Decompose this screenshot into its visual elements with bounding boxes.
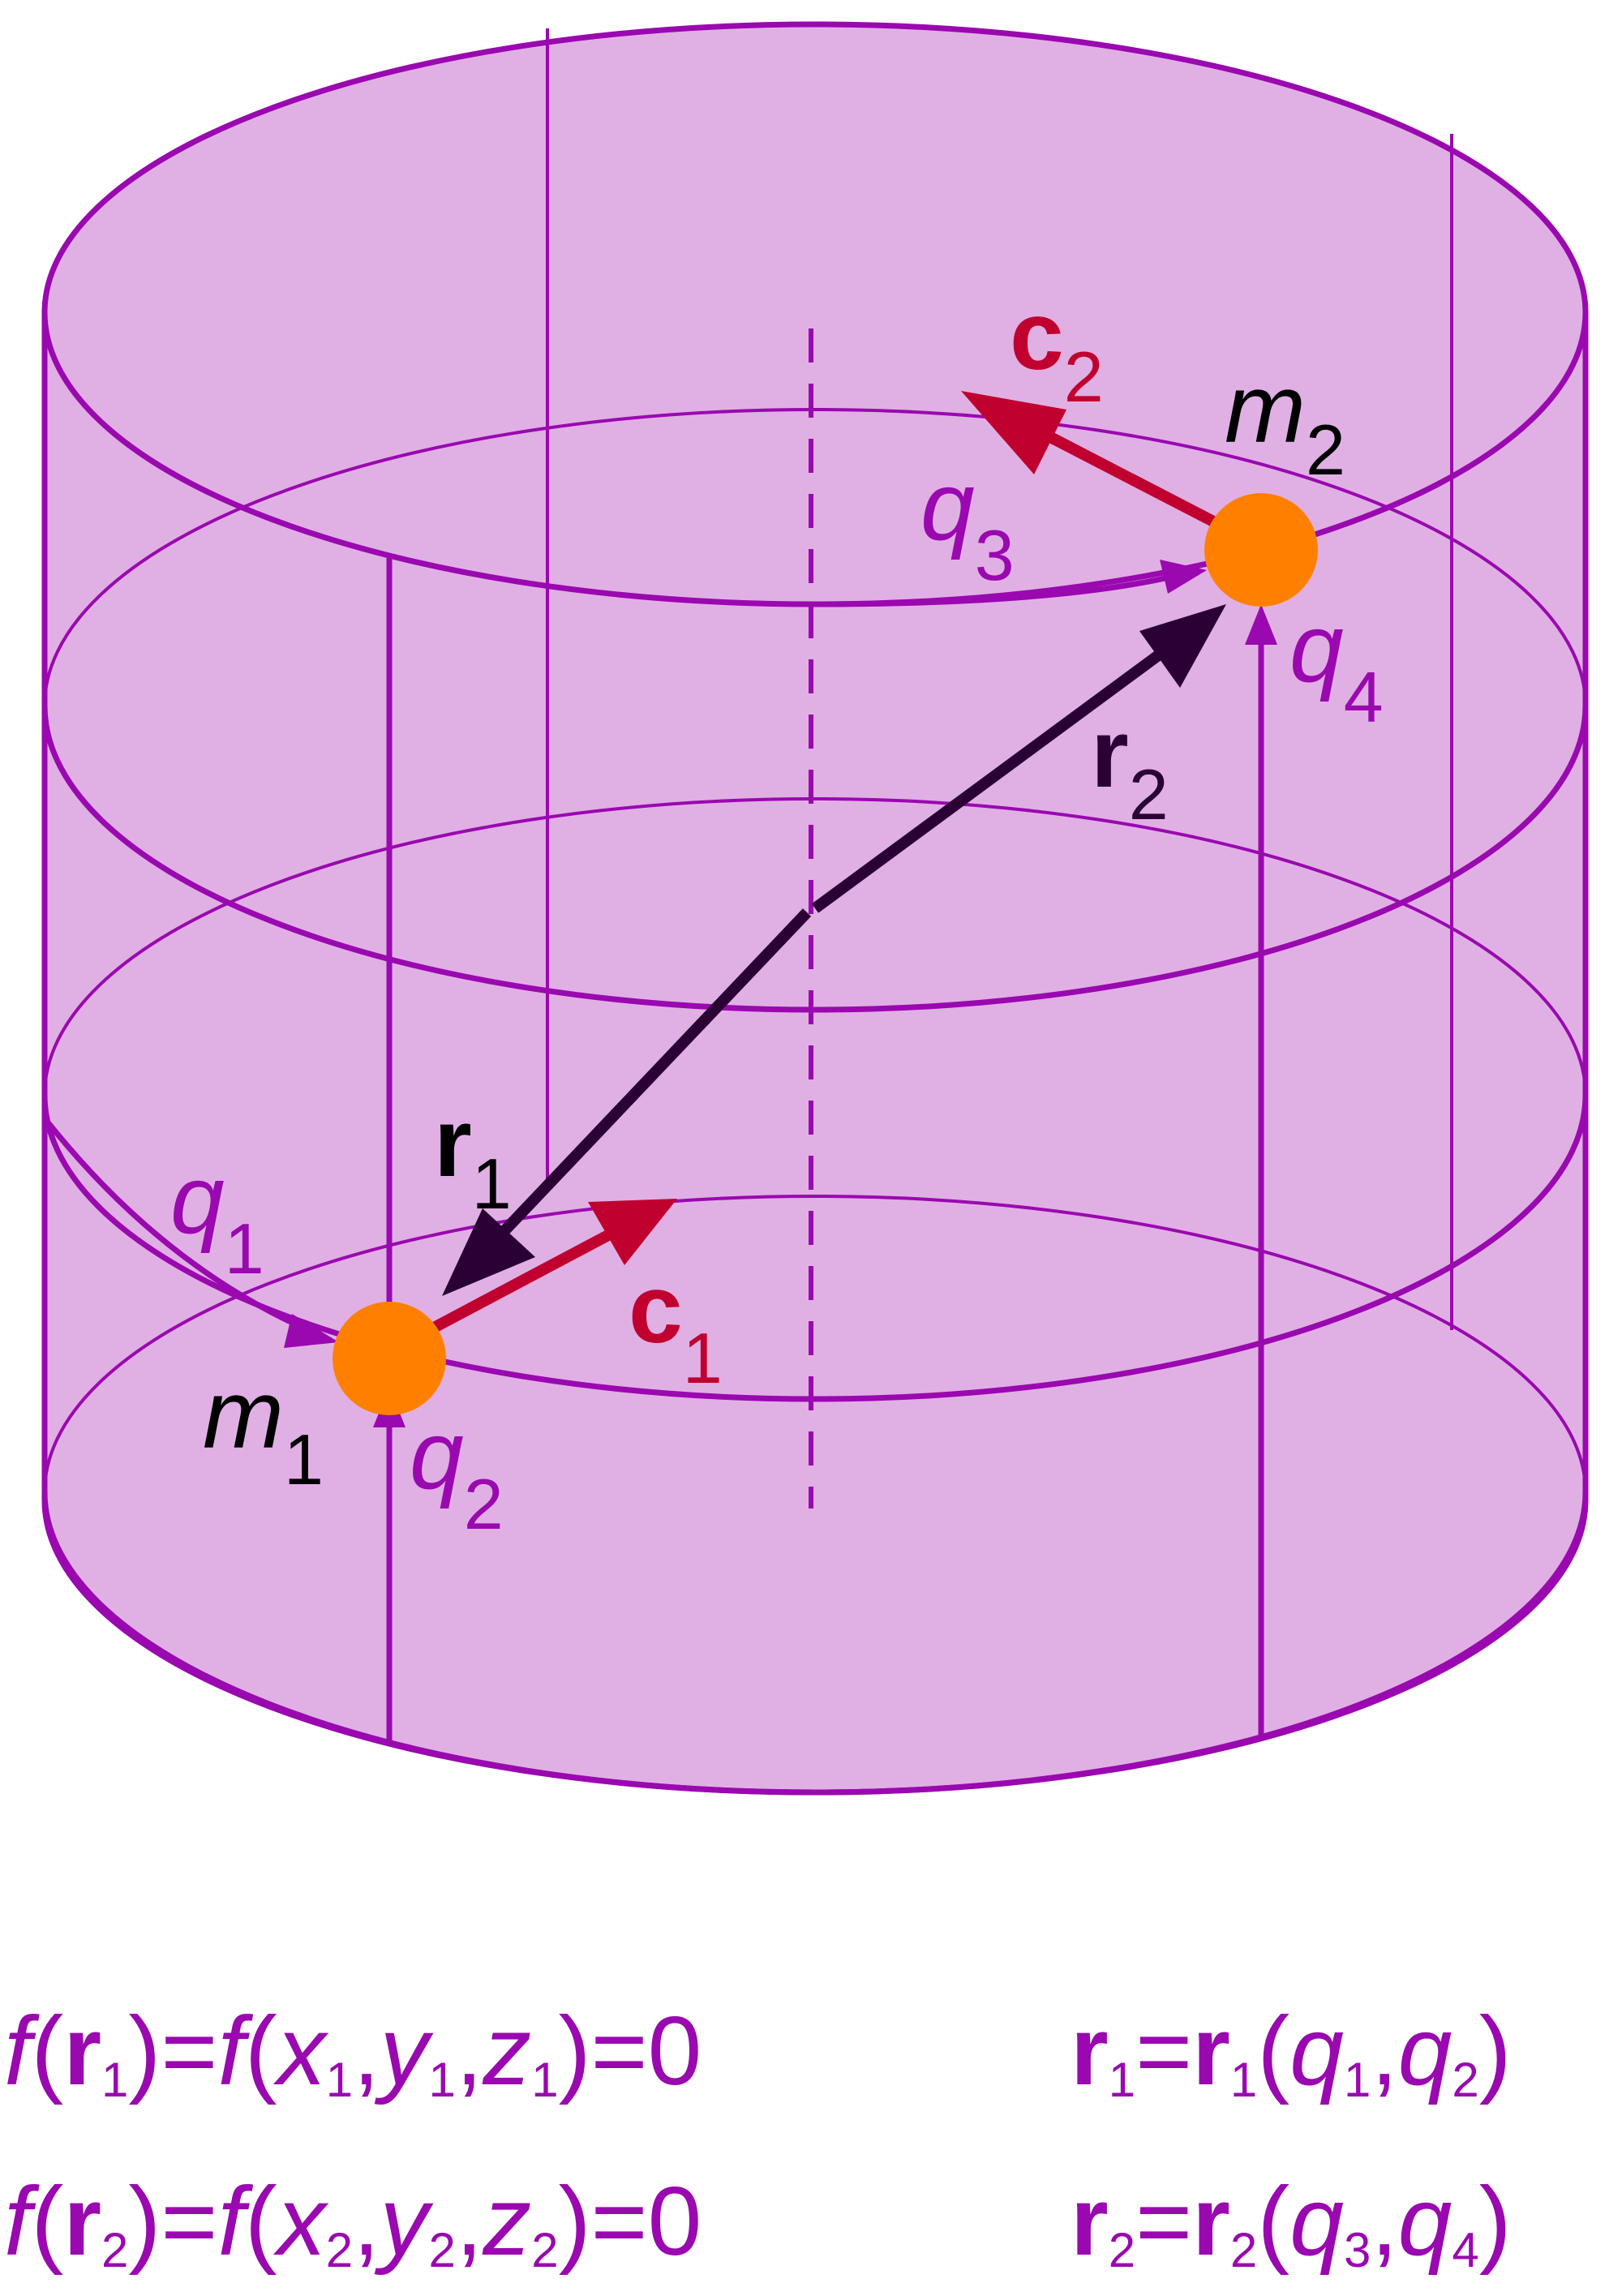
label-c1: c1 <box>629 1255 723 1398</box>
label-r2: r2 <box>1091 699 1169 835</box>
equation-parametrization-1: r1=r1(q1,q2) <box>1071 1997 1512 2107</box>
position-vectors <box>442 604 1226 1296</box>
q1-arrowhead <box>284 1314 339 1348</box>
label-q4: q4 <box>1289 594 1384 737</box>
q1-coordinate-curve <box>46 1121 310 1333</box>
r2-arrowhead <box>1139 604 1226 688</box>
particle-m2 <box>1204 493 1318 607</box>
ring-4-front <box>41 1491 1589 1796</box>
ring-3-back <box>43 797 1587 1096</box>
r1-arrowhead <box>442 1208 535 1296</box>
equations: f(r1)=f(x1,y1,z1)=0 f(r2)=f(x2,y2,z2)=0 … <box>4 1997 1512 2277</box>
label-m2: m2 <box>1225 354 1345 490</box>
label-r1: r1 <box>434 1088 512 1224</box>
ring-2-back <box>43 408 1587 706</box>
label-c2: c2 <box>1010 281 1104 417</box>
c1-arrowhead <box>588 1199 677 1265</box>
equation-constraint-1: f(r1)=f(x1,y1,z1)=0 <box>4 1997 702 2107</box>
ring-4-back <box>43 1195 1587 1493</box>
equation-parametrization-2: r2=r2(q3,q4) <box>1071 2167 1512 2277</box>
ring-2-front <box>41 705 1589 1013</box>
equation-constraint-2: f(r2)=f(x2,y2,z2)=0 <box>4 2167 702 2277</box>
constraint-vectors <box>418 391 1220 1340</box>
r2-vector-shaft <box>811 637 1180 913</box>
q3-arrowhead <box>1160 560 1207 594</box>
c2-arrowhead <box>961 391 1066 474</box>
particle-m1 <box>333 1302 446 1415</box>
diagram-labels: c2 m2 q3 q4 r2 r1 q1 c1 m1 q2 <box>170 281 1384 1544</box>
label-q1: q1 <box>170 1145 264 1289</box>
c1-vector-shaft <box>418 1223 624 1340</box>
label-q3: q3 <box>920 452 1015 595</box>
top-rim-back <box>43 23 1587 313</box>
label-q2: q2 <box>410 1401 504 1544</box>
ring-3-front <box>41 1094 1589 1402</box>
label-m1: m1 <box>203 1360 324 1500</box>
q4-arrowhead <box>1245 604 1277 645</box>
r1-vector-shaft <box>494 908 812 1241</box>
q3-coordinate-curve <box>810 573 1177 607</box>
